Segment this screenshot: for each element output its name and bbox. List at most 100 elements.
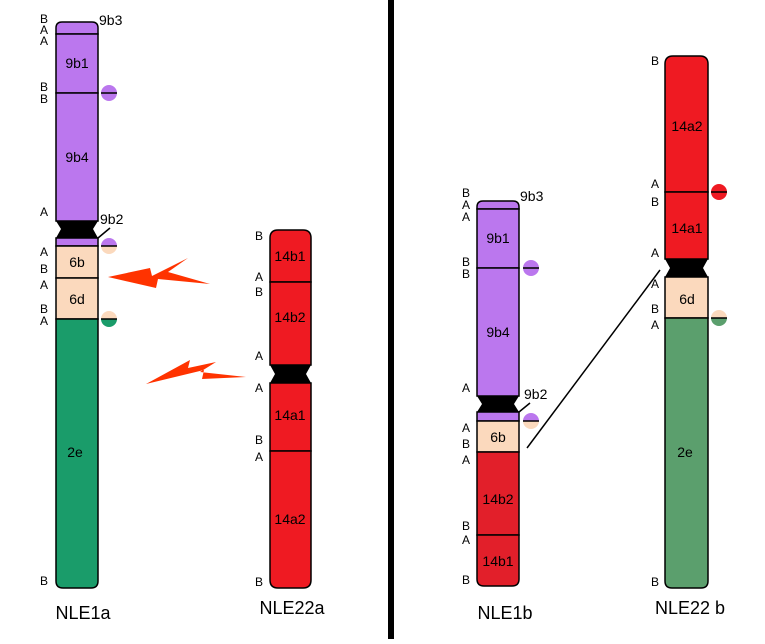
end-label: A — [40, 205, 48, 219]
marker-dot — [711, 184, 727, 200]
centromere — [665, 259, 708, 277]
band-label: 2e — [677, 444, 693, 460]
end-label: B — [255, 433, 263, 447]
end-label: B — [40, 12, 48, 26]
segment-14a1 — [269, 382, 312, 452]
end-label: B — [651, 575, 659, 589]
chromosome-name: NLE22a — [259, 598, 325, 618]
end-label: A — [40, 23, 48, 37]
segment-9b1 — [55, 33, 99, 94]
end-label: A — [462, 533, 470, 547]
end-label: A — [462, 381, 470, 395]
chromosome-name: NLE1a — [55, 603, 111, 623]
marker-dot — [711, 310, 727, 326]
band-label: 9b4 — [65, 149, 89, 165]
band-label: 9b2 — [524, 386, 548, 402]
end-label: A — [651, 318, 659, 332]
band-label: 14b2 — [482, 491, 513, 507]
segment-9b3 — [55, 21, 99, 35]
end-label: A — [462, 210, 470, 224]
chromosome-nle1a: 9b1 9b4 6b 6d 2e 9b3 9b2 B A A B B A A B… — [40, 12, 124, 623]
segment-9b2 — [55, 237, 99, 247]
segment-2e — [664, 317, 709, 589]
chromosome-name: NLE22 b — [655, 598, 725, 618]
breakpoint-arrow — [146, 360, 246, 384]
band-label: 9b1 — [486, 230, 510, 246]
band-label: 6d — [69, 291, 85, 307]
band-label: 6b — [490, 429, 506, 445]
band-label: 9b3 — [99, 12, 123, 28]
marker-dot — [101, 238, 117, 254]
band-label: 14b1 — [482, 553, 513, 569]
end-label: B — [40, 262, 48, 276]
end-label: B — [462, 255, 470, 269]
end-label: B — [255, 229, 263, 243]
chromosome-nle22a: 14b1 14b2 14a1 14a2 B A B A A B A B NLE2… — [255, 229, 326, 618]
segment-9b4 — [55, 92, 99, 222]
end-label: B — [462, 437, 470, 451]
marker-dot — [101, 311, 117, 327]
segment-9b4 — [476, 267, 520, 397]
marker-dot — [523, 413, 539, 429]
chromosome-name: NLE1b — [477, 603, 532, 623]
end-label: B — [651, 302, 659, 316]
centromere — [56, 221, 98, 238]
end-label: A — [255, 450, 263, 464]
segment-9b2 — [476, 411, 520, 422]
end-label: B — [462, 267, 470, 281]
end-label: A — [651, 277, 659, 291]
end-label: B — [40, 92, 48, 106]
end-label: B — [255, 575, 263, 589]
segment-14a2 — [664, 55, 709, 193]
band-label: 2e — [67, 444, 83, 460]
translocation-line — [526, 269, 661, 449]
segment-14b2 — [476, 451, 520, 536]
end-label: B — [462, 519, 470, 533]
end-label: A — [40, 245, 48, 259]
segment-9b3 — [476, 200, 520, 210]
end-label: A — [40, 278, 48, 292]
band-label: 14a2 — [671, 118, 702, 134]
segment-14b1 — [269, 229, 312, 283]
end-label: B — [462, 573, 470, 587]
segment-14b1 — [476, 534, 520, 587]
end-label: A — [651, 246, 659, 260]
end-label: A — [462, 453, 470, 467]
band-label: 6d — [679, 291, 695, 307]
end-label: A — [651, 177, 659, 191]
centromere — [270, 365, 311, 383]
band-label: 9b4 — [486, 324, 510, 340]
label-leader — [97, 227, 111, 239]
segment-2e — [55, 318, 99, 589]
segment-6d — [55, 277, 99, 320]
band-label: 9b3 — [520, 188, 544, 204]
band-label: 14b1 — [274, 248, 305, 264]
band-label: 6b — [69, 254, 85, 270]
band-label: 14a2 — [274, 511, 305, 527]
segment-14b2 — [269, 281, 312, 366]
end-label: B — [651, 54, 659, 68]
segment-6b — [476, 420, 520, 453]
segment-9b1 — [476, 208, 520, 269]
band-label: 9b1 — [65, 55, 89, 71]
label-leader — [518, 402, 531, 413]
end-label: A — [255, 381, 263, 395]
band-label: 14a1 — [671, 220, 702, 236]
end-label: B — [255, 285, 263, 299]
panel-divider — [388, 0, 394, 639]
breakpoint-arrow — [108, 258, 210, 288]
segment-6d — [664, 276, 709, 319]
end-label: B — [651, 195, 659, 209]
end-label: B — [462, 186, 470, 200]
end-label: A — [462, 421, 470, 435]
end-label: A — [462, 198, 470, 212]
band-label: 14b2 — [274, 309, 305, 325]
end-label: B — [40, 574, 48, 588]
chromosome-nle1b: 9b1 9b4 6b 14b2 14b1 9b3 9b2 B A A B B A… — [462, 186, 548, 623]
end-label: A — [255, 349, 263, 363]
band-label: 9b2 — [100, 211, 124, 227]
marker-dot — [101, 85, 117, 101]
end-label: B — [40, 302, 48, 316]
